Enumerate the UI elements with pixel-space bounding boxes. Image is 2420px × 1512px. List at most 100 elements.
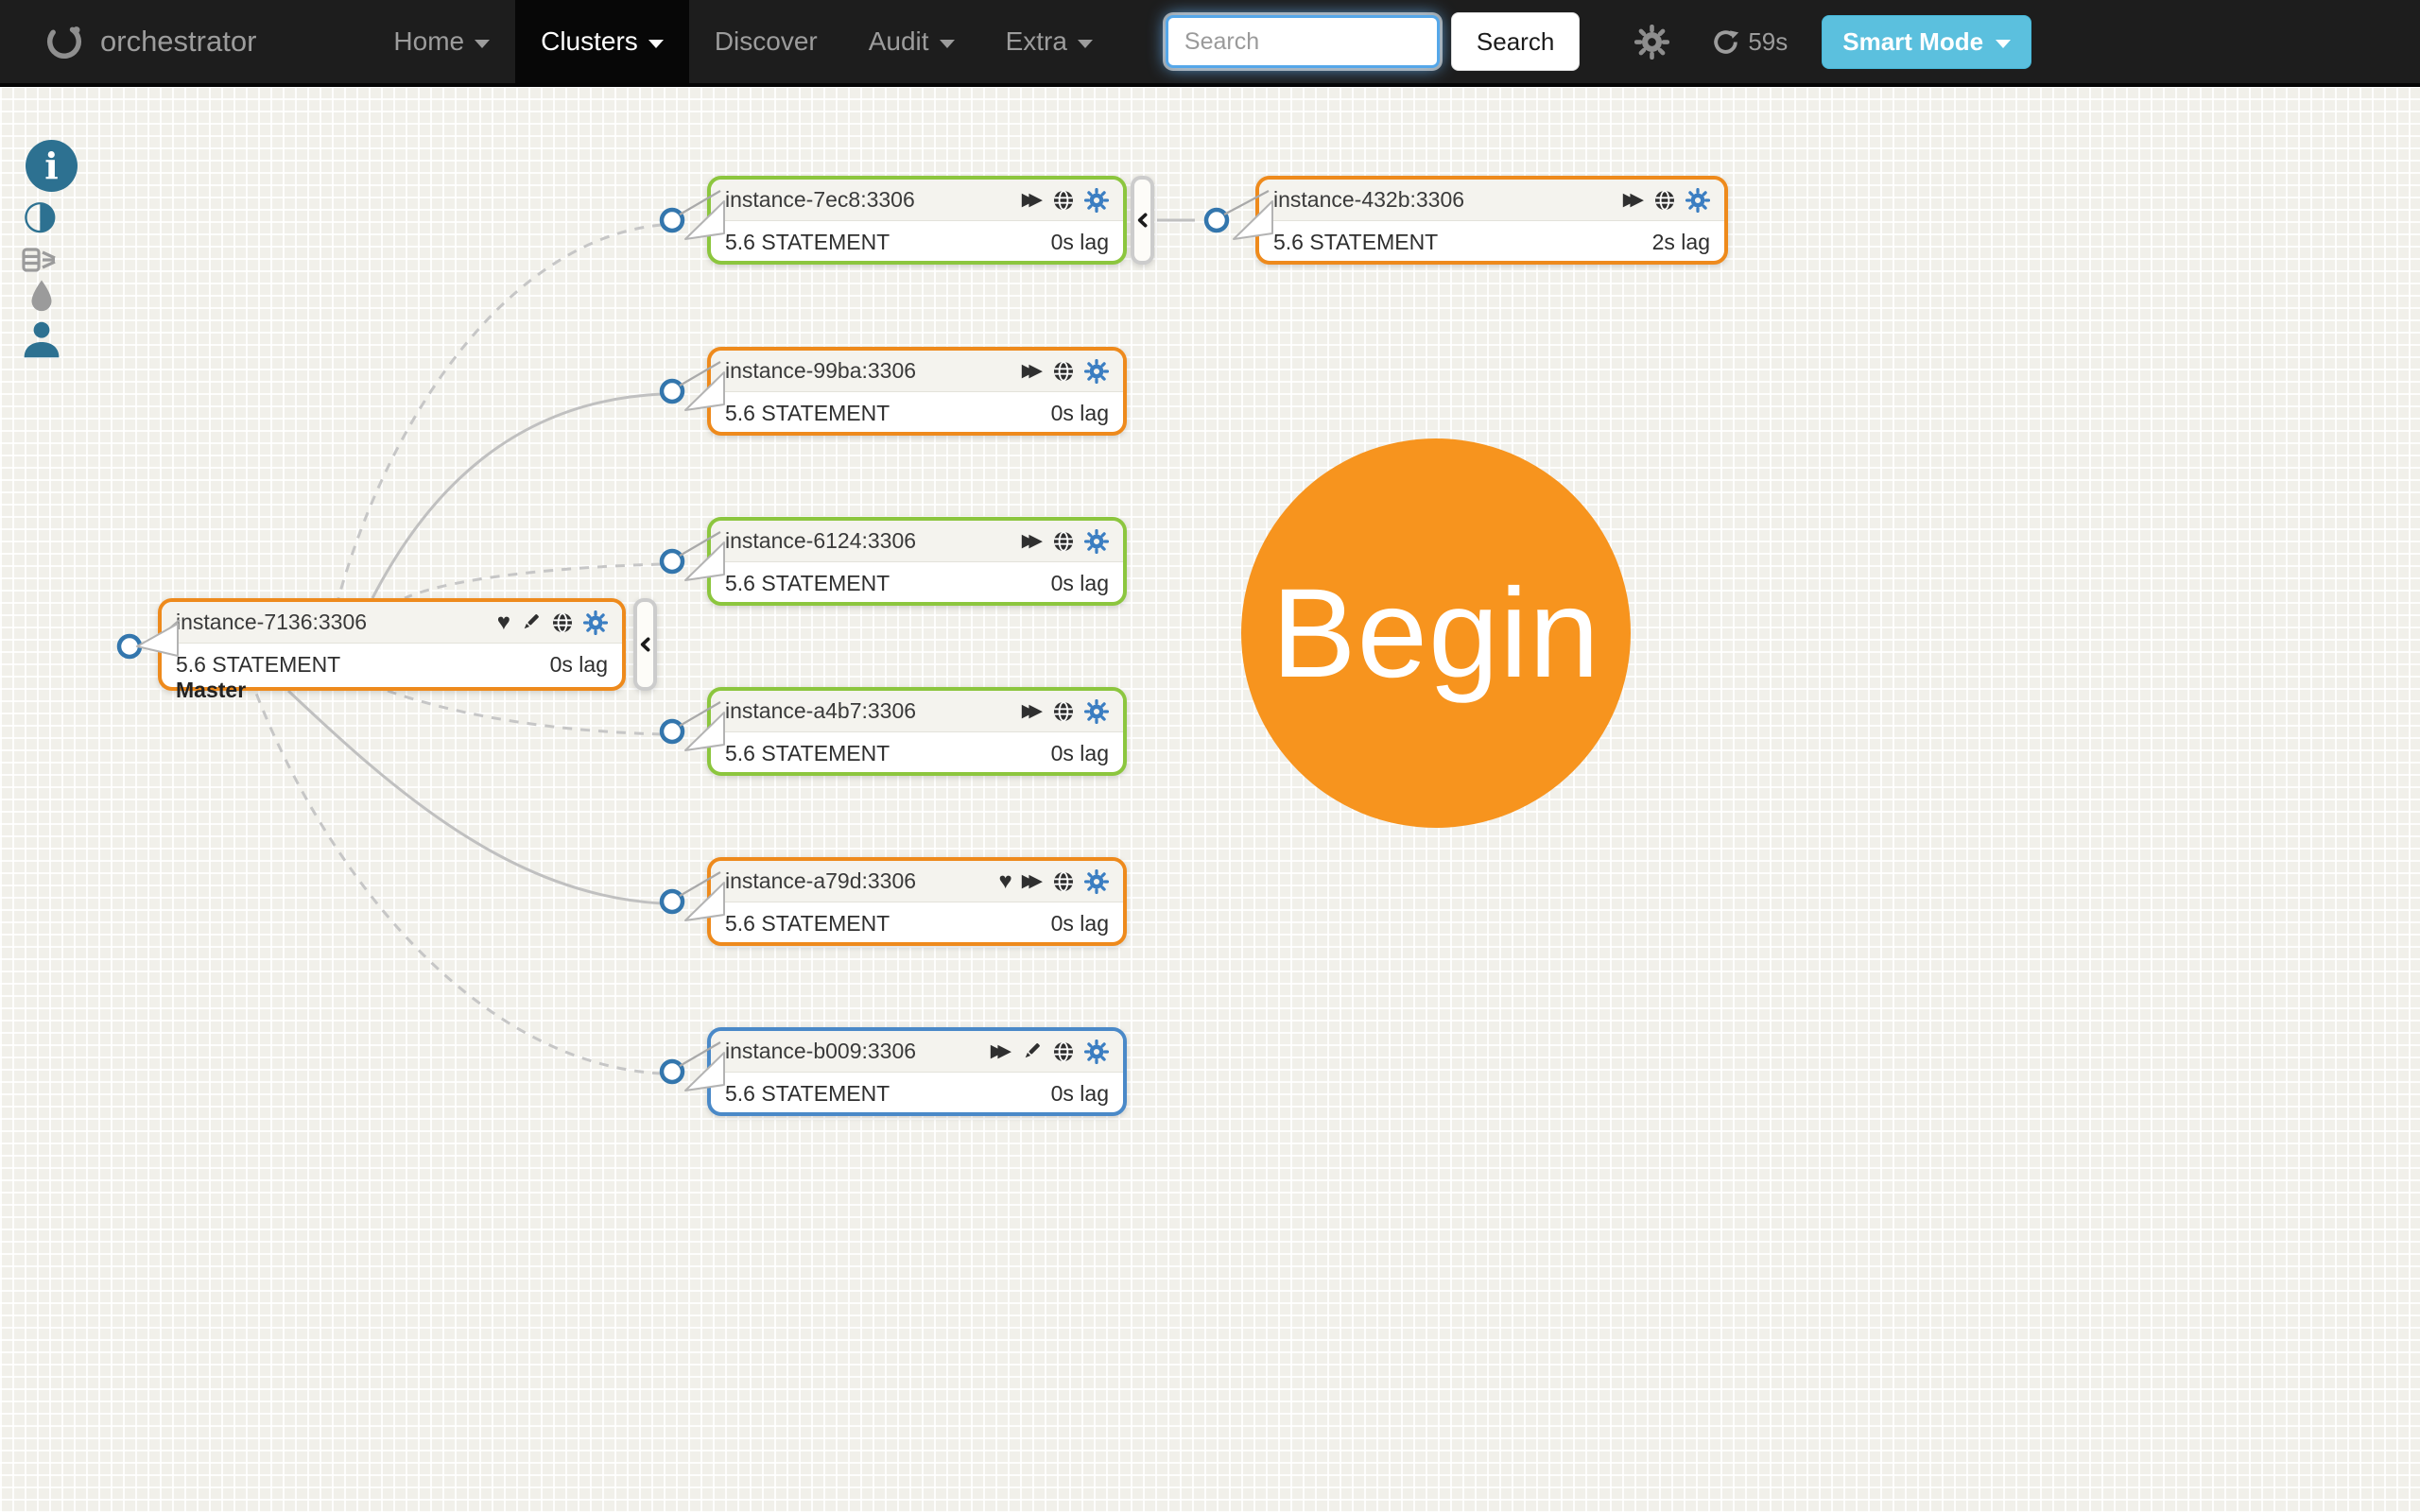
menu-item-discover[interactable]: Discover [689,0,843,83]
chevron-left-icon [638,634,653,655]
replication-link [404,562,662,600]
connection-endpoint[interactable] [659,548,685,575]
instance-title: instance-7136:3306 [176,610,368,634]
heart-icon[interactable]: ♥ [998,868,1012,894]
globe-icon[interactable] [551,611,574,634]
connection-endpoint[interactable] [659,207,685,233]
menu-label: Extra [1005,26,1067,56]
instance-title: instance-6124:3306 [725,528,917,553]
instance-title: instance-b009:3306 [725,1039,917,1063]
menu-label: Clusters [541,26,638,56]
instance-node-a4b7[interactable]: instance-a4b7:3306 ▶▶ 5.6 STATEMENT 0s l… [707,687,1127,776]
connection-endpoint[interactable] [659,888,685,915]
top-navbar: orchestrator Home Clusters Discover Audi… [0,0,2420,87]
compact-display-icon[interactable]: ◑ [23,191,58,237]
connection-endpoint[interactable] [116,633,143,660]
node-role: Master [176,678,247,702]
globe-icon[interactable] [1052,530,1075,553]
menu-item-extra[interactable]: Extra [980,0,1118,83]
node-header: instance-6124:3306 ▶▶ [711,521,1123,562]
fast-forward-icon[interactable]: ▶▶ [1021,701,1043,721]
version-binlog: 5.6 STATEMENT [725,741,890,765]
instance-node-99ba[interactable]: instance-99ba:3306 ▶▶ 5.6 STATEMENT 0s l… [707,347,1127,436]
instance-node-b009[interactable]: instance-b009:3306 ▶▶ 5.6 STATEMENT 0s l… [707,1027,1127,1116]
instance-node-7ec8[interactable]: instance-7ec8:3306 ▶▶ 5.6 STATEMENT 0s l… [707,176,1127,265]
fast-forward-icon[interactable]: ▶▶ [1021,190,1043,210]
instance-title: instance-a79d:3306 [725,868,917,893]
gear-icon[interactable] [1084,188,1109,213]
fast-forward-icon[interactable]: ▶▶ [1021,531,1043,551]
caret-down-icon [475,39,491,48]
collapse-button[interactable] [1131,176,1154,265]
gear-icon[interactable] [1084,1040,1109,1064]
version-binlog: 5.6 STATEMENT [725,230,890,254]
gear-icon[interactable] [1084,359,1109,384]
node-header: instance-99ba:3306 ▶▶ [711,351,1123,392]
anonymize-icon[interactable] [22,319,61,359]
fast-forward-icon[interactable]: ▶▶ [1021,871,1043,891]
fast-forward-icon[interactable]: ▶▶ [990,1041,1011,1061]
chevron-left-icon [1135,210,1150,231]
menu-item-clusters[interactable]: Clusters [515,0,689,83]
menu-item-home[interactable]: Home [368,0,515,83]
fast-forward-icon[interactable]: ▶▶ [1021,361,1043,381]
version-binlog: 5.6 STATEMENT [725,1081,890,1106]
info-icon[interactable]: i [26,140,78,192]
colors-icon[interactable] [28,278,55,316]
smart-mode-label: Smart Mode [1842,26,1984,56]
replication-lag: 0s lag [1050,911,1109,936]
gear-icon[interactable] [1685,188,1710,213]
instance-title: instance-99ba:3306 [725,358,917,383]
node-header: instance-432b:3306 ▶▶ [1259,180,1724,221]
smart-mode-button[interactable]: Smart Mode [1822,14,2032,69]
collapse-button[interactable] [633,598,657,691]
caret-down-icon [1996,39,2012,48]
node-header: instance-7136:3306 ♥ [162,602,622,644]
replication-link [337,223,663,599]
search-button[interactable]: Search [1450,12,1581,71]
instance-node-432b[interactable]: instance-432b:3306 ▶▶ 5.6 STATEMENT 2s l… [1255,176,1728,265]
connection-endpoint[interactable] [659,378,685,404]
globe-icon[interactable] [1052,1040,1075,1063]
globe-icon[interactable] [1052,189,1075,212]
refresh-control[interactable]: 59s [1711,27,1788,57]
node-header: instance-a79d:3306 ♥ ▶▶ [711,861,1123,902]
replication-lag: 0s lag [1050,230,1109,254]
globe-icon[interactable] [1052,360,1075,383]
menu-label: Home [393,26,465,56]
version-binlog: 5.6 STATEMENT [725,911,890,936]
version-binlog: 5.6 STATEMENT [1273,230,1439,254]
fast-forward-icon[interactable]: ▶▶ [1622,190,1644,210]
gear-icon[interactable] [1084,869,1109,894]
begin-button[interactable]: Begin [1241,438,1631,828]
replication-lag: 0s lag [1050,741,1109,765]
connection-endpoint[interactable] [1203,207,1230,233]
gear-icon[interactable] [1084,529,1109,554]
connection-endpoint[interactable] [659,1058,685,1085]
gear-icon[interactable] [583,610,608,635]
refresh-countdown: 59s [1748,26,1789,56]
heart-icon[interactable]: ♥ [496,609,510,635]
replication-lag: 0s lag [1050,571,1109,595]
caret-down-icon [939,39,955,48]
caret-down-icon [1077,39,1093,48]
instance-node-a79d[interactable]: instance-a79d:3306 ♥ ▶▶ 5.6 STATEMENT 0s… [707,857,1127,946]
menu-item-audit[interactable]: Audit [843,0,980,83]
instance-node-6124[interactable]: instance-6124:3306 ▶▶ 5.6 STATEMENT 0s l… [707,517,1127,606]
connection-endpoint[interactable] [659,718,685,745]
instance-title: instance-432b:3306 [1273,187,1465,212]
globe-icon[interactable] [1052,700,1075,723]
search-input[interactable] [1165,15,1440,68]
instance-node-master[interactable]: instance-7136:3306 ♥ 5.6 STATEMENT 0s la… [158,598,626,702]
replication-lag: 0s lag [1050,401,1109,425]
pencil-icon[interactable] [1021,1040,1043,1062]
pencil-icon[interactable] [520,611,542,633]
brand[interactable]: orchestrator [43,21,256,62]
globe-icon[interactable] [1052,870,1075,893]
replication-lag: 0s lag [549,652,608,677]
menu-label: Discover [714,26,818,56]
pools-icon[interactable] [21,244,59,276]
gear-icon[interactable] [1084,699,1109,724]
globe-icon[interactable] [1653,189,1676,212]
settings-gear-icon[interactable] [1634,25,1669,60]
